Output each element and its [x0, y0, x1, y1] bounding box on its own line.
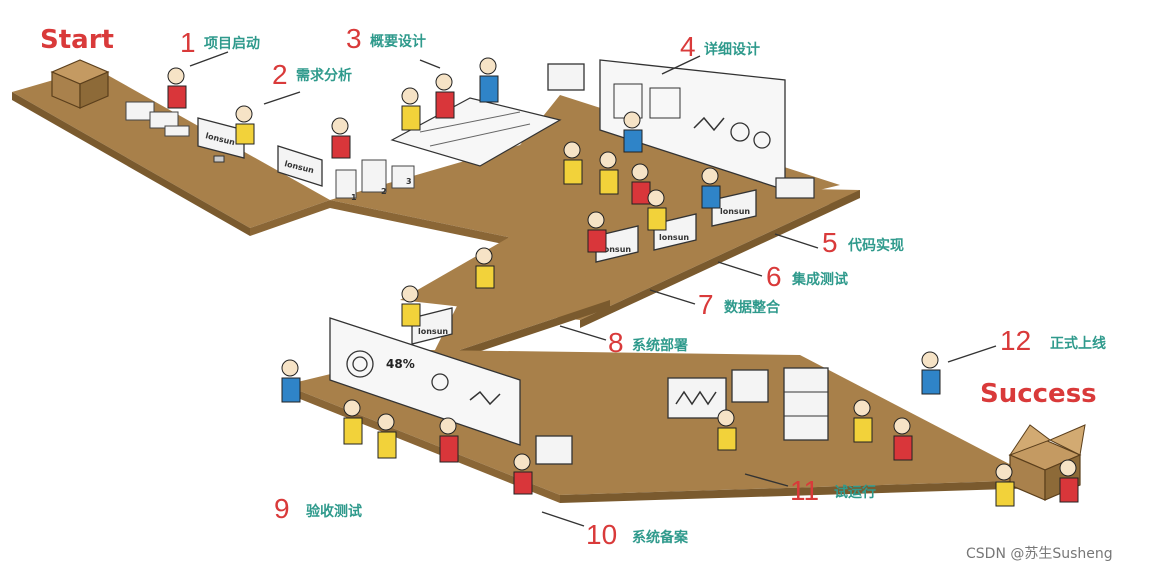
monitor-5 [711, 189, 757, 227]
table-segment-1 [12, 68, 330, 236]
step-11-number: 11 [790, 475, 819, 506]
step-10-number: 10 [586, 519, 617, 550]
bookshelf [783, 367, 829, 441]
step-10-label: 系统备案 [632, 529, 689, 546]
step-6: 6 集成测试 [766, 261, 848, 292]
step-3-label: 概要设计 [370, 33, 426, 50]
step-5: 5 代码实现 [822, 227, 904, 258]
monitor-6 [411, 307, 453, 345]
step-5-label: 代码实现 [847, 237, 904, 254]
step-2: 2 需求分析 [272, 59, 352, 90]
step-11: 11 试运行 [790, 475, 876, 506]
acceptance-board [329, 317, 521, 446]
step-10: 10 系统备案 [586, 519, 689, 550]
people [167, 57, 1079, 507]
monitor-3-brand: lonsun [601, 245, 631, 254]
step-3: 3 概要设计 [346, 23, 426, 54]
step-7-label: 数据整合 [724, 299, 781, 316]
monitor-4-brand: lonsun [659, 233, 689, 242]
step-7: 7 数据整合 [698, 289, 781, 320]
step-4: 4 详细设计 [680, 31, 760, 62]
step-7-number: 7 [698, 289, 714, 320]
step-2-label: 需求分析 [296, 67, 352, 84]
monitor-6-brand: lonsun [418, 327, 448, 336]
step-8: 8 系统部署 [608, 327, 688, 358]
step-1: 1 项目启动 [180, 27, 260, 58]
step-6-number: 6 [766, 261, 782, 292]
step-1-number: 1 [180, 27, 196, 58]
step-6-label: 集成测试 [791, 271, 848, 288]
folder-number-1: 1 [351, 193, 357, 202]
step-9-label: 验收测试 [306, 503, 362, 520]
monitor-small-top [547, 63, 585, 91]
folder-number-2: 2 [381, 187, 387, 196]
step-9-number: 9 [274, 493, 290, 524]
step-9: 9 验收测试 [274, 493, 362, 524]
folder-number-3: 3 [406, 177, 412, 186]
start-label: Start [40, 25, 114, 55]
monitor-bottom-left [535, 435, 573, 465]
step-8-label: 系统部署 [632, 337, 688, 354]
monitor-5-brand: lonsun [720, 207, 750, 216]
step-12: 12 正式上线 [1000, 325, 1106, 356]
success-label: Success [980, 379, 1097, 409]
step-11-label: 试运行 [834, 484, 876, 501]
step-4-label: 详细设计 [704, 41, 760, 58]
start-box [50, 59, 110, 109]
watermark: CSDN @苏生Susheng [966, 546, 1113, 562]
binder-row [775, 177, 815, 199]
step-8-number: 8 [608, 327, 624, 358]
step-3-number: 3 [346, 23, 362, 54]
board-percent: 48% [386, 357, 415, 371]
step-2-number: 2 [272, 59, 288, 90]
paper-stack-1 [125, 101, 190, 137]
folder-stacks [335, 159, 415, 199]
callout-lines [189, 51, 997, 527]
monitor-bottom-chart [667, 369, 769, 419]
detail-design-board [599, 59, 786, 191]
monitor-1 [197, 117, 245, 163]
step-1-label: 项目启动 [204, 35, 260, 52]
step-12-number: 12 [1000, 325, 1031, 356]
step-5-number: 5 [822, 227, 838, 258]
step-12-label: 正式上线 [1050, 335, 1106, 352]
monitor-2 [277, 145, 323, 187]
step-4-number: 4 [680, 31, 696, 62]
